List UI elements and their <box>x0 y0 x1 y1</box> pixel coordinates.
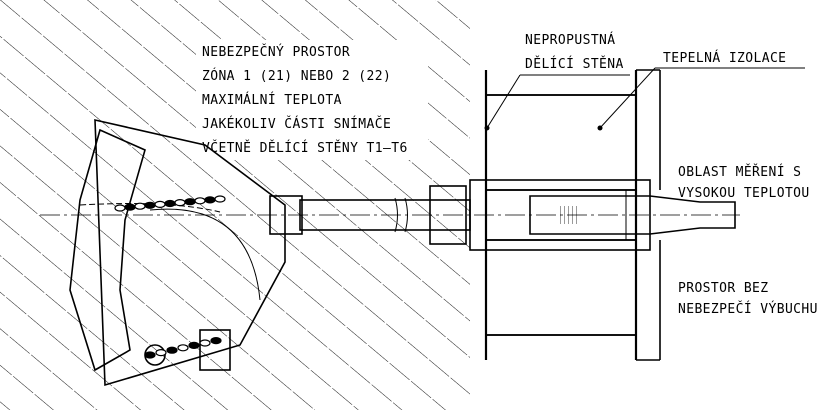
chain-link <box>154 200 166 208</box>
safe-area-label-line-2: NEBEZPEČÍ VÝBUCHU <box>678 301 818 317</box>
chain-link <box>124 203 136 211</box>
leader-dots <box>484 125 603 131</box>
hazard-area-label-line-5: VČETNĚ DĚLÍCÍ STĚNY T1–T6 <box>202 140 408 156</box>
hazard-area-label-line-4: JAKÉKOLIV ČÁSTI SNÍMAČE <box>202 116 391 132</box>
hazard-area-label-line-2: ZÓNA 1 (21) NEBO 2 (22) <box>202 68 391 84</box>
chain-link <box>144 351 156 359</box>
hazard-area-label: NEBEZPEČNÝ PROSTOR ZÓNA 1 (21) NEBO 2 (2… <box>202 44 408 156</box>
chain-link <box>164 199 176 208</box>
barrier-wall-label-line-1: NEPROPUSTNÁ <box>525 32 616 48</box>
chain-link <box>210 337 222 345</box>
chain-link <box>155 349 167 357</box>
text-masks <box>196 26 630 160</box>
chain-link <box>194 197 206 205</box>
chain-link <box>177 344 189 352</box>
thermal-insulation-label: TEPELNÁ IZOLACE <box>663 50 786 66</box>
chain-link <box>204 196 216 204</box>
chain-link <box>134 202 146 210</box>
chain-link <box>188 341 200 349</box>
chain-link <box>144 201 156 209</box>
hazard-area-label-line-1: NEBEZPEČNÝ PROSTOR <box>202 44 350 60</box>
safe-area-label: PROSTOR BEZ NEBEZPEČÍ VÝBUCHU <box>678 281 818 317</box>
leader-lines <box>486 67 805 129</box>
chain-link <box>184 198 196 206</box>
chain-links <box>114 195 226 359</box>
sensor-head <box>40 118 740 387</box>
high-temp-measurement-label: OBLAST MĚŘENÍ S VYSOKOU TEPLOTOU <box>678 164 810 201</box>
chain-link <box>166 346 178 354</box>
chain-link <box>174 199 186 207</box>
high-temp-measurement-label-line-1: OBLAST MĚŘENÍ S <box>678 164 801 180</box>
safe-area-label-line-1: PROSTOR BEZ <box>678 281 769 296</box>
hazard-area-label-line-3: MAXIMÁLNÍ TEPLOTA <box>202 92 342 108</box>
high-temp-measurement-label-line-2: VYSOKOU TEPLOTOU <box>678 186 810 201</box>
chain-link <box>199 339 211 347</box>
barrier-wall-label: NEPROPUSTNÁ DĚLÍCÍ STĚNA <box>525 32 624 72</box>
barrier-wall-label-line-2: DĚLÍCÍ STĚNA <box>525 56 624 72</box>
chain-link <box>214 195 226 203</box>
chain-link <box>114 204 126 212</box>
